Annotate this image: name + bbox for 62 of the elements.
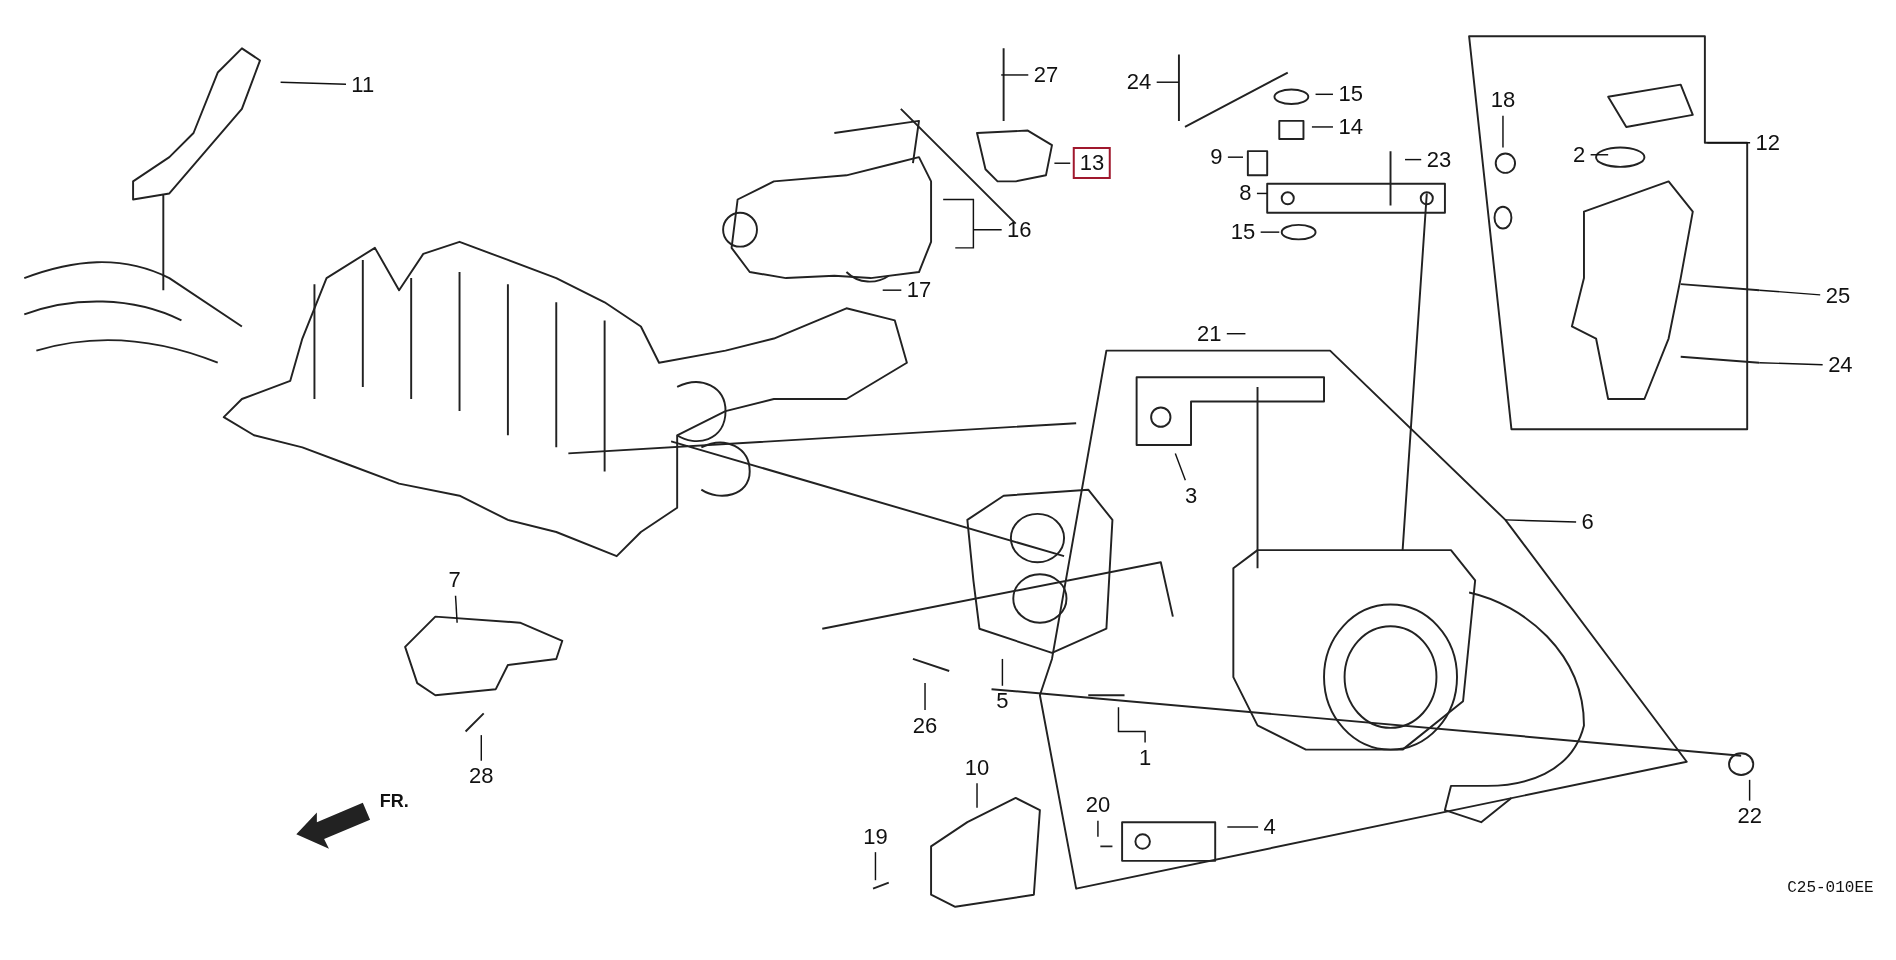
leader-line [1404,158,1422,161]
callout-number: 19 [860,823,891,850]
callout-number: 21 [1193,320,1225,347]
callout-number: 13 [1072,147,1112,180]
callout-number: 3 [1181,482,1201,509]
callout-number: 7 [445,567,464,594]
leader-line [1001,658,1004,687]
leader-line [874,851,877,881]
leader-line [1502,115,1504,149]
leader-line [976,782,978,809]
callout-number: 10 [961,754,993,781]
leader-line [1758,362,1824,366]
callout-number: 12 [1752,129,1784,156]
leader-line [1259,231,1280,233]
drawing-code: C25-010EE [1787,879,1874,898]
leader-line [1504,519,1577,523]
callout-number: 24 [1123,69,1155,96]
callout-number: 20 [1082,792,1114,819]
callout-number: 16 [1004,216,1035,243]
callout-number: 22 [1734,803,1765,830]
leader-line [454,595,458,624]
callout-number: 14 [1335,113,1366,140]
leader-line [1097,820,1099,838]
leader-line [1748,779,1751,802]
callout-number: 15 [1227,219,1259,246]
callout-number: 28 [466,763,497,790]
callout-number: 11 [348,71,378,98]
leader-line [1174,452,1187,481]
callout-number: 8 [1236,180,1255,207]
leader-line [1155,81,1180,83]
callout-number: 6 [1578,509,1597,536]
callout-number: 9 [1207,144,1226,171]
leader-line [1311,126,1334,128]
callout-number: 1 [1135,745,1155,772]
callout-number: 26 [909,712,941,739]
leader-line [1227,156,1244,158]
leader-line [1706,141,1751,144]
callout-number: 18 [1487,87,1519,114]
callout-number: 4 [1260,814,1279,841]
leader-line [279,81,347,85]
callout-number: 15 [1335,81,1366,108]
leader-line [1589,154,1609,156]
front-label: FR. [379,790,409,812]
leader-line [882,289,903,291]
callout-number: 25 [1822,283,1854,310]
leader-line [1256,192,1268,195]
callout-number: 5 [993,688,1012,715]
leader-line [1226,826,1259,828]
leader-line [924,682,926,711]
leader-line [1314,93,1334,96]
leader-line [1226,332,1247,335]
callout-number: 2 [1570,141,1589,168]
leader-line [1053,162,1071,164]
callout-number: 23 [1423,146,1455,173]
callout-number: 27 [1030,61,1062,88]
callout-number: 24 [1825,352,1856,379]
leader-line [1000,74,1029,76]
leader-line [1758,289,1821,296]
leader-line [1117,706,1146,744]
leader-line [480,734,483,762]
leader-line [942,198,1003,249]
callout-number: 17 [903,277,935,304]
